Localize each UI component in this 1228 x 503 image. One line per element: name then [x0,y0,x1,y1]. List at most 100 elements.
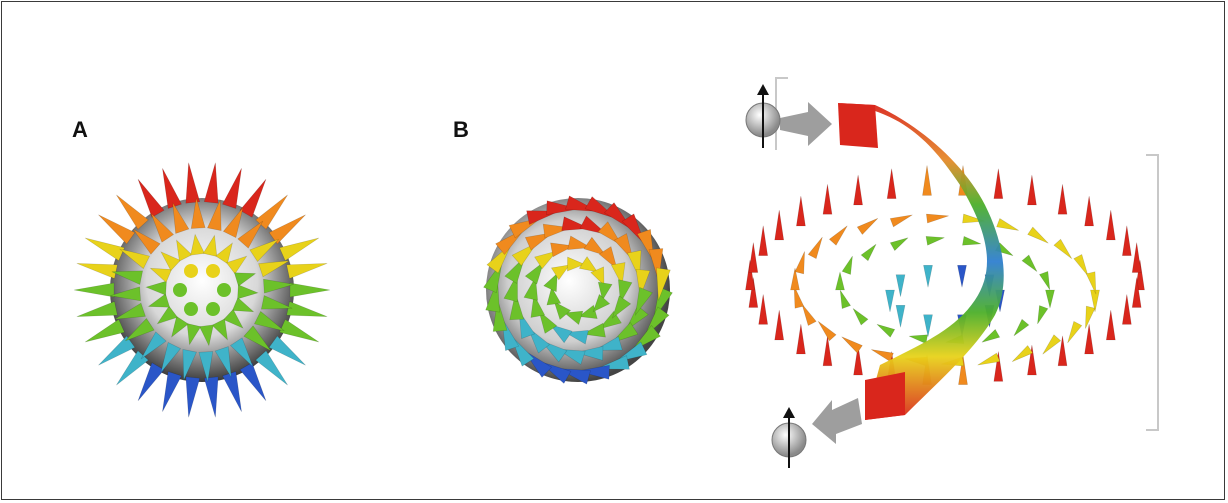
skyrmion-spin-arrow [1037,305,1049,325]
skyrmion-spin-arrow [1131,277,1142,308]
skyrmion-spin-arrow [828,225,848,246]
radial-spin-spike [261,295,293,310]
radial-spin-spike [125,317,155,342]
chiral-skyrmion-sphere [483,195,673,385]
skyrmion-spin-arrow [841,255,853,275]
radial-spin-spike [237,284,259,300]
ribbon-top-face [838,103,878,148]
radial-spin-spike [76,263,118,279]
skyrmion-spin-arrow [1038,270,1051,290]
radial-spin-spike [268,214,306,245]
radial-spin-spike [116,194,149,230]
skyrmion-spin-arrow [835,271,845,291]
skyrmion-spin-arrow [922,165,932,196]
input-arrow-icon [780,102,832,146]
radial-spin-spike [160,341,182,373]
radial-spin-spike [203,162,219,204]
skyrmion-spin-arrow [923,264,933,288]
skyrmion-spin-arrow [796,323,806,355]
radial-spin-spike [137,362,165,402]
spin-dot [173,283,187,297]
radial-spin-spike [215,242,233,265]
skyrmion-spin-arrow [1021,254,1038,272]
radial-spin-spike [223,308,244,329]
skyrmion-spin-arrow [889,214,913,228]
skyrmion-spin-arrow [958,354,968,385]
radial-spin-spike [229,337,254,367]
swirl-spin-spike [583,236,607,257]
skyrmion-spin-arrow [774,309,785,341]
swirl-spin-spike [543,272,558,293]
swirl-spin-spike [577,364,610,380]
radial-spin-spike [286,301,328,317]
skyrmion-spin-arrow [817,321,837,342]
skyrmion-spin-arrow [860,243,877,262]
swirl-spin-spike [534,250,558,270]
radial-spin-spike [176,239,193,262]
radial-spin-spike [239,362,267,402]
radial-spin-spike [233,272,257,287]
spin-dot [206,302,220,317]
radial-spin-spike [203,376,219,418]
swirl-spin-spike [634,286,653,317]
hedgehog-skyrmion-sphere [73,162,331,418]
skyrmion-spin-arrow [1057,184,1068,215]
radial-spin-spike [149,267,173,283]
skyrmion-spin-arrow [1013,318,1030,337]
skyrmion-spin-arrow [1042,334,1062,355]
right-bracket [1146,154,1159,431]
panel-label-b: B [453,117,469,142]
skyrmion-spin-arrow [796,195,806,227]
sphere-a-spin-spikes [73,162,331,418]
sphere-b-spin-spikes [483,195,673,385]
radial-spin-spike [202,234,218,257]
radial-spin-spike [162,371,182,412]
radial-spin-spike [268,335,306,366]
swirl-spin-spike [523,276,538,301]
skyrmion-spin-arrow [1067,320,1083,344]
skyrmion-spin-arrow [822,184,833,215]
skyrmion-spin-arrow [1085,271,1097,295]
radial-spin-spike [150,213,175,243]
radial-spin-spike [73,282,115,298]
swirl-spin-spike [596,355,630,370]
skyrmion-spin-arrow [925,236,945,246]
skyrmion-spin-arrow [856,217,879,235]
skyrmion-spin-arrow [1045,289,1055,309]
skyrmion-spin-arrow [1027,174,1037,206]
swirl-spin-spike [567,256,586,272]
skyrmion-spin-arrow [807,236,823,260]
skyrmion-spin-arrow [993,168,1004,199]
radial-spin-spike [222,168,242,209]
skyrmion-spin-arrow [1027,344,1037,376]
radial-spin-spike [185,162,201,204]
skyrmion-spin-arrow [1027,226,1049,244]
skyrmion-spin-texture-panel [745,77,1159,468]
skyrmion-spin-arrow [871,349,894,362]
radial-spin-spike [162,168,182,209]
swirl-spin-spike [550,264,571,281]
swirl-spin-spike [590,266,605,286]
radial-spin-spike [237,220,264,249]
swirl-spin-spike [563,310,584,326]
skyrmion-spin-arrow [1131,242,1142,273]
radial-spin-spike [199,324,214,347]
skyrmion-spin-arrow [908,334,928,345]
spin-dot [206,263,220,278]
radial-spin-spike [258,260,290,278]
skyrmion-spin-arrow [853,174,863,206]
skyrmion-spin-arrow [1073,254,1089,277]
skyrmion-spin-arrow [1121,294,1132,325]
radial-spin-spike [211,318,228,341]
radial-spin-spike [222,371,242,412]
radial-spin-spike [222,207,244,239]
radial-spin-spike [198,351,214,382]
swirl-spin-spike [618,279,633,304]
radial-spin-spike [84,318,125,343]
swirl-spin-spike [614,341,648,363]
radial-spin-spike [182,349,197,381]
radial-spin-spike [186,323,202,346]
skyrmion-spin-arrow [889,237,909,252]
skyrmion-spin-arrow [852,308,869,326]
